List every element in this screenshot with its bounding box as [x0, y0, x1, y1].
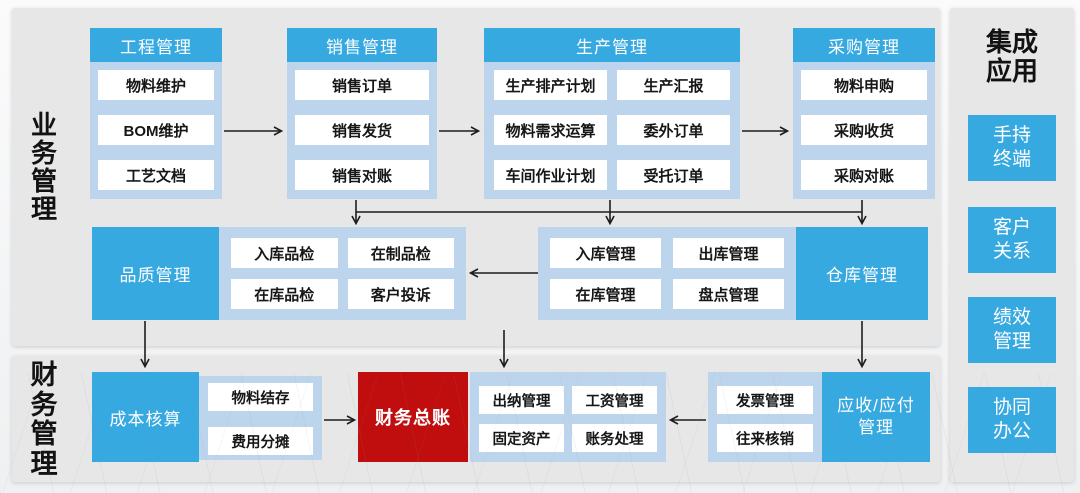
item-material-maintenance: 物料维护	[98, 70, 214, 100]
ar-ap-label: 应收/应付管理	[837, 396, 915, 437]
item-inbound-management: 入库管理	[550, 238, 661, 268]
ar-ap-management-box: 应收/应付管理	[822, 372, 930, 462]
item-customer-complaint: 客户投诉	[347, 279, 454, 309]
app-performance-management: 绩效管理	[968, 297, 1056, 363]
item-mrp-calculation: 物料需求运算	[494, 115, 607, 145]
item-sales-shipment: 销售发货	[295, 115, 429, 145]
production-items: 生产排产计划 生产汇报 物料需求运算 委外订单 车间作业计划 受托订单	[484, 62, 740, 199]
sales-items: 销售订单 销售发货 销售对账	[287, 62, 437, 199]
engineering-items: 物料维护 BOM维护 工艺文档	[90, 62, 222, 199]
item-invoice-management: 发票管理	[717, 386, 813, 414]
item-bom-maintenance: BOM维护	[98, 115, 214, 145]
purchasing-header: 采购管理	[793, 28, 935, 62]
invoice-items: 发票管理 往来核销	[708, 372, 822, 462]
purchasing-column: 采购管理 物料申购 采购收货 采购对账	[793, 28, 935, 199]
item-production-report: 生产汇报	[617, 70, 730, 100]
item-expense-allocation: 费用分摊	[208, 427, 313, 455]
item-purchase-reconciliation: 采购对账	[801, 160, 927, 190]
item-production-schedule: 生产排产计划	[494, 70, 607, 100]
finance-section-label: 财务管理	[30, 360, 58, 479]
purchasing-items: 物料申购 采购收货 采购对账	[793, 62, 935, 199]
item-stock-management: 在库管理	[550, 279, 661, 309]
item-cashier-management: 出纳管理	[479, 386, 564, 414]
item-inprocess-inspection: 在制品检	[347, 238, 454, 268]
app-customer-relationship: 客户关系	[968, 207, 1056, 273]
engineering-column: 工程管理 物料维护 BOM维护 工艺文档	[90, 28, 222, 199]
item-sales-reconciliation: 销售对账	[295, 160, 429, 190]
item-outbound-management: 出库管理	[673, 238, 784, 268]
item-material-balance: 物料结存	[208, 383, 313, 411]
integration-title: 集成应用	[985, 27, 1038, 86]
quality-management-box: 品质管理	[92, 227, 219, 320]
engineering-header: 工程管理	[90, 28, 222, 62]
item-transaction-writeoff: 往来核销	[717, 424, 813, 452]
item-fixed-assets: 固定资产	[479, 424, 564, 452]
item-incoming-inspection: 入库品检	[231, 238, 338, 268]
item-shopfloor-plan: 车间作业计划	[494, 160, 607, 190]
item-payroll-management: 工资管理	[572, 386, 657, 414]
app-collaborative-office: 协同办公	[968, 387, 1056, 453]
cost-items: 物料结存 费用分摊	[199, 376, 322, 460]
item-sales-order: 销售订单	[295, 70, 429, 100]
sales-header: 销售管理	[287, 28, 437, 62]
warehouse-management-box: 仓库管理	[796, 227, 928, 320]
app-handheld-terminal: 手持终端	[968, 115, 1056, 181]
item-purchase-receipt: 采购收货	[801, 115, 927, 145]
item-accounting-processing: 账务处理	[572, 424, 657, 452]
production-column: 生产管理 生产排产计划 生产汇报 物料需求运算 委外订单 车间作业计划 受托订单	[484, 28, 740, 199]
item-stocktaking-management: 盘点管理	[673, 279, 784, 309]
item-material-requisition: 物料申购	[801, 70, 927, 100]
item-outsourcing-order: 委外订单	[617, 115, 730, 145]
cost-accounting-box: 成本核算	[92, 372, 199, 462]
item-stock-inspection: 在库品检	[231, 279, 338, 309]
production-header: 生产管理	[484, 28, 740, 62]
item-process-document: 工艺文档	[98, 160, 214, 190]
general-ledger-box: 财务总账	[358, 372, 468, 462]
cashier-items: 出纳管理 工资管理 固定资产 账务处理	[470, 372, 666, 462]
quality-items: 入库品检 在制品检 在库品检 客户投诉	[219, 227, 466, 320]
item-consignment-order: 受托订单	[617, 160, 730, 190]
business-section-label: 业务管理	[30, 110, 57, 224]
sales-column: 销售管理 销售订单 销售发货 销售对账	[287, 28, 437, 199]
warehouse-items: 入库管理 出库管理 在库管理 盘点管理	[538, 227, 796, 320]
